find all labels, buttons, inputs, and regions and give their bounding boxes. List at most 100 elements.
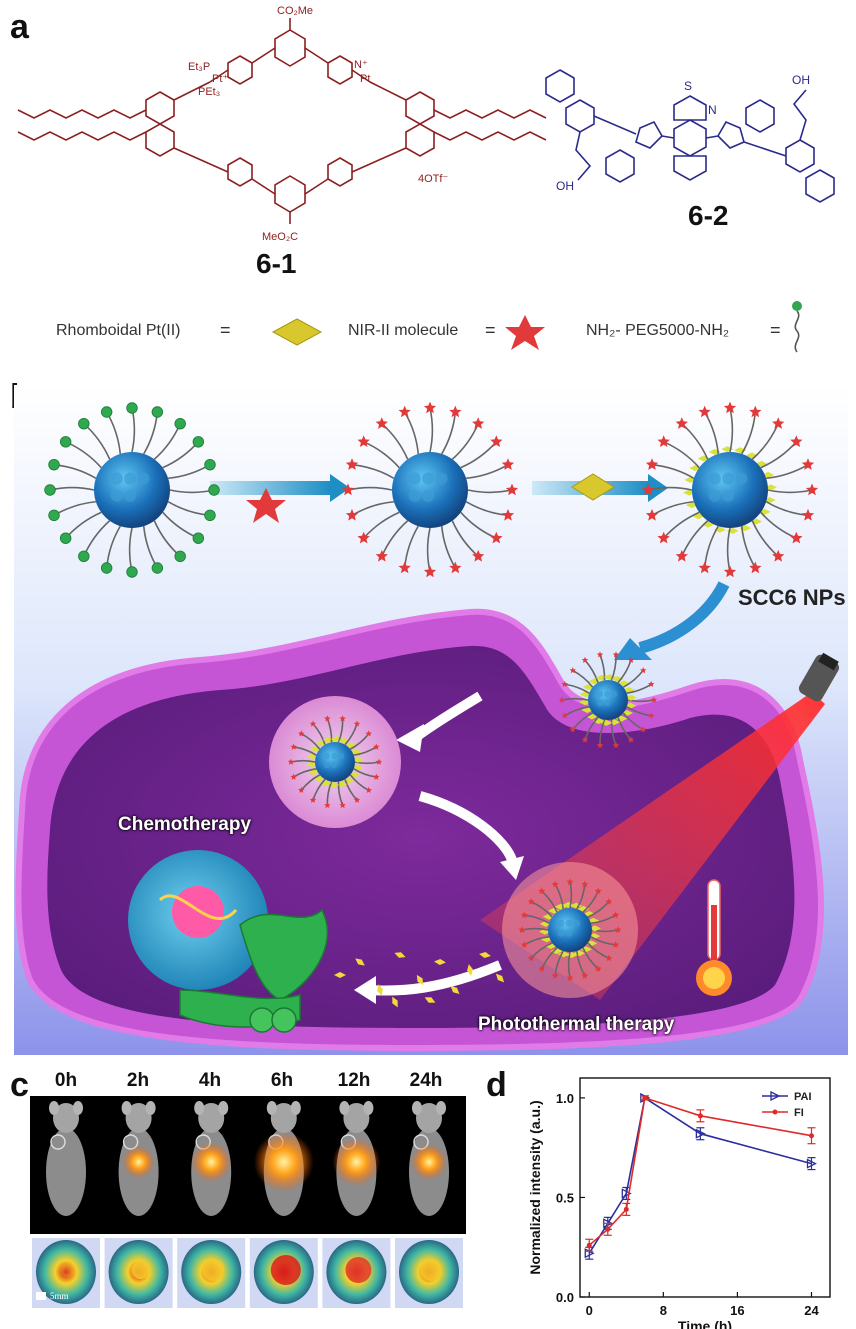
drug-fragment [355,958,365,966]
group-top-ester: CO₂Me [277,5,313,17]
data-point-FI [605,1226,611,1232]
legend-peg-eq: = [770,320,781,340]
mouse-image [409,1101,449,1216]
group-n-top: N [708,103,717,117]
x-tick-label: 24 [804,1303,819,1318]
drug-fragment [434,959,446,965]
group-et3p-left-top: Et₃P [188,61,210,73]
scale-bar [36,1292,46,1300]
data-point-FI [623,1206,629,1212]
group-pet3-left-top: PEt₃ [198,86,220,98]
drug-fragment [495,973,505,983]
group-oh-left: OH [556,179,574,193]
compound-6-1-structure: CO₂Me Et₃P PEt₃ Pt⁺ N⁺ Pt 4OTf⁻ MeO₂C [17,5,547,243]
group-n-right-top: N⁺ [354,59,368,71]
y-tick-label: 0.5 [556,1190,574,1205]
drug-fragment [479,952,491,958]
time-label-4h: 4h [198,1070,222,1091]
peg-chain-icon [792,301,802,353]
nanoparticle-membrane [558,651,658,749]
drug-fragment [450,985,460,995]
legend-pt-eq: = [220,320,231,340]
nucleolus [172,886,224,938]
reagent-rhomboid-icon [571,473,615,501]
drug-fragment [416,974,424,986]
legend-nir-eq: = [485,320,496,340]
nanoparticle-photothermal [518,878,622,981]
mouse-image [253,1101,314,1216]
release-arrow [418,791,517,863]
thermometer-icon [696,879,732,996]
drug-fragment [377,984,383,996]
photoacoustic-map [322,1238,391,1308]
compound-6-1-label: 6-1 [256,248,297,279]
group-counterion: 4OTf⁻ [418,173,448,185]
panel-letter-d: d [486,1066,507,1104]
x-tick-label: 16 [730,1303,744,1318]
photoacoustic-map [104,1238,173,1308]
nanoparticle-nir [341,401,519,578]
photoacoustic-map [249,1238,318,1308]
y-axis-label: Normalized intensity (a.u.) [527,1100,543,1274]
mouse-image [46,1101,86,1216]
x-axis-label: Time (h) [678,1318,732,1329]
plot-area [579,1077,831,1298]
photoacoustic-map [177,1238,246,1308]
rhomboid-icon [271,318,323,346]
photoacoustic-map [32,1238,100,1308]
x-tick-label: 0 [586,1303,593,1318]
group-s-top: S [684,79,692,93]
dna-strand [158,894,238,920]
mouse-image [332,1101,381,1216]
data-point-PAI [806,1158,817,1169]
uptake-arrow [638,581,730,654]
series-line-FI [588,1096,812,1246]
group-oh-right: OH [792,73,810,87]
legend-label-PAI: PAI [794,1091,812,1103]
nanoparticle-peg [44,402,220,578]
scc6-label: SCC6 NPs [738,585,846,610]
compound-6-2-structure: OH S N OH [545,69,835,203]
time-label-12h: 12h [337,1070,371,1091]
laser-device-icon [798,652,840,702]
panel-letter-a: a [10,8,29,46]
data-point-PAI [621,1188,632,1199]
data-point-FI [586,1242,592,1248]
data-point-FI [642,1095,648,1101]
drug-fragment [467,964,473,976]
nanoparticle-scc6 [641,401,819,578]
drug-fragment [334,972,346,978]
photothermal-label: Photothermal therapy [478,1014,675,1035]
chemotherapy-label: Chemotherapy [118,814,252,835]
scale-bar-label: 5mm [50,1291,69,1301]
group-pt-right-top: Pt [360,73,370,85]
legend-label-FI: FI [794,1107,804,1119]
reagent-star-icon [246,488,286,523]
drug-fragment [424,997,436,1003]
time-label-0h: 0h [54,1070,78,1091]
drug-fragment [392,996,398,1008]
endoplasmic-reticulum [179,908,328,1033]
series-line-PAI [588,1096,812,1254]
group-bottom-ester: MeO₂C [262,231,298,243]
x-tick-label: 8 [660,1303,667,1318]
compound-6-2-label: 6-2 [688,200,729,231]
legend-glyphs [271,301,802,353]
data-point-FI [808,1133,814,1139]
mouse-image [118,1101,159,1216]
data-point-PAI [695,1128,706,1139]
panel-letter-c: c [10,1066,29,1104]
y-tick-label: 1.0 [556,1091,574,1106]
time-label-24h: 24h [409,1070,443,1091]
time-label-2h: 2h [126,1070,150,1091]
fluorescence-image-strip [30,1096,466,1234]
y-tick-label: 0.0 [556,1290,574,1305]
legend-peg-label: NH₂- PEG5000-NH₂ [586,322,730,339]
photoacoustic-map [395,1238,463,1308]
star-icon [505,315,545,350]
legend-pt-label: Rhomboidal Pt(II) [56,322,181,339]
flow-arrow-1 [210,474,350,502]
time-label-6h: 6h [270,1070,294,1091]
